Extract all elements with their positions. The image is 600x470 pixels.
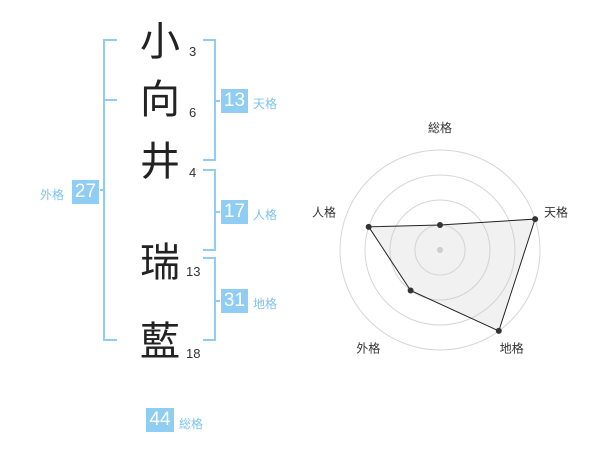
radar-point-1 <box>437 222 443 228</box>
name-char-3: 井 <box>140 139 180 185</box>
jinkaku-value: 17 <box>221 200 248 224</box>
radar-ring-2 <box>389 199 491 301</box>
stroke-count-5: 18 <box>186 346 201 361</box>
tenkaku-label: 天格 <box>253 97 278 111</box>
radar-polygon <box>367 218 536 332</box>
stroke-count-3: 4 <box>189 165 197 180</box>
chikaku-value: 31 <box>221 289 248 313</box>
radar-axis-label-4: 外格 <box>356 341 380 356</box>
jinkaku-label: 人格 <box>253 208 278 222</box>
soukaku-label: 総格 <box>179 417 204 431</box>
radar-axis-label-3: 地格 <box>500 341 524 356</box>
name-char-2: 向 <box>140 77 180 123</box>
name-char-5: 藍 <box>140 319 180 365</box>
tenkaku-value: 13 <box>221 89 248 113</box>
radar-center-dot <box>437 247 443 253</box>
radar-axis-label-1: 総格 <box>428 120 452 135</box>
radar-ring-4 <box>339 149 541 351</box>
radar-axis-label-5: 人格 <box>312 204 336 219</box>
radar-point-3 <box>495 327 502 334</box>
radar-ring-3 <box>364 174 516 326</box>
bracket-gaikaku <box>103 39 117 341</box>
chikaku-label: 地格 <box>253 297 278 311</box>
stroke-count-1: 3 <box>189 44 197 59</box>
name-char-1: 小 <box>140 19 180 65</box>
bracket-chikaku <box>203 257 216 341</box>
stroke-count-2: 6 <box>189 105 197 120</box>
soukaku-value: 44 <box>146 408 174 432</box>
stroke-count-4: 13 <box>186 264 201 279</box>
name-char-4: 瑞 <box>140 240 180 286</box>
bracket-jinkaku <box>203 169 216 251</box>
radar-point-4 <box>407 287 414 294</box>
radar-point-5 <box>365 223 372 230</box>
radar-axis-label-2: 天格 <box>544 204 568 219</box>
radar-point-2 <box>532 216 539 223</box>
gaikaku-value: 27 <box>72 180 99 204</box>
gaikaku-label: 外格 <box>40 188 65 202</box>
bracket-tenkaku <box>203 39 216 161</box>
